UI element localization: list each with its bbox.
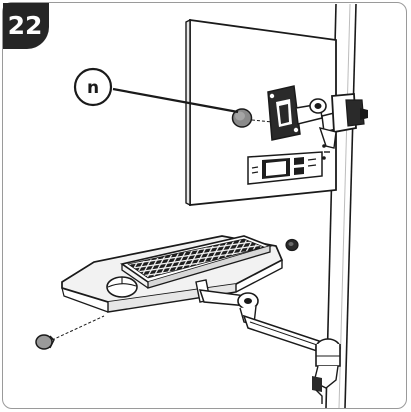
vesa-mount <box>267 85 368 153</box>
tray-cap-right <box>285 238 299 252</box>
monitor-cap <box>231 108 273 128</box>
mouse <box>106 276 138 298</box>
keyboard <box>120 235 273 289</box>
callout-label: n <box>87 78 99 98</box>
callout-leader-line <box>112 87 239 114</box>
step-number-badge: 22 <box>3 3 49 49</box>
panel-border <box>2 2 407 409</box>
monitor-back <box>185 18 337 207</box>
tray-cap-left <box>35 315 105 350</box>
tray-arm <box>195 279 341 404</box>
callout-n: n <box>73 67 113 107</box>
